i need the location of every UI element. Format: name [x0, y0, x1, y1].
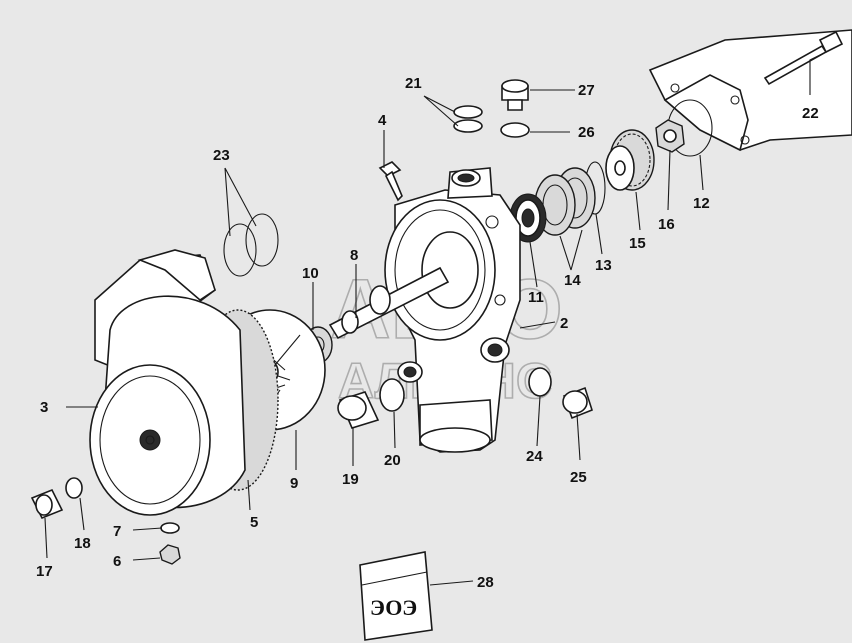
callout-18: 18	[74, 535, 91, 552]
callout-14: 14	[564, 272, 581, 289]
part-17-plug	[30, 488, 64, 520]
callout-11: 11	[528, 289, 544, 306]
callouts: 2 3 4 5 6 7 8 9 10 11 12 13 14 15 16 17 …	[36, 75, 819, 591]
part-20-washer	[379, 378, 405, 412]
part-8-shaft	[328, 266, 450, 340]
callout-8: 8	[350, 247, 358, 264]
part-3-pump-cover	[89, 249, 246, 516]
part-6-nut	[159, 544, 181, 565]
callout-17: 17	[36, 563, 53, 580]
callout-3: 3	[40, 399, 48, 416]
callout-23: 23	[213, 147, 230, 164]
part-28-repair-kit: ЭОЭ	[359, 551, 433, 641]
callout-16: 16	[658, 216, 675, 233]
callout-9: 9	[290, 475, 298, 492]
part-27-plug	[501, 79, 529, 111]
part-25-plug	[562, 386, 593, 420]
callout-22: 22	[802, 105, 819, 122]
callout-28: 28	[477, 574, 494, 591]
part-7-washer	[160, 522, 180, 534]
callout-25: 25	[570, 469, 587, 486]
callout-12: 12	[693, 195, 710, 212]
part-15-gear	[605, 129, 655, 191]
leader-lines	[44, 51, 827, 586]
part-24-washer	[528, 367, 552, 397]
kit-label: ЭОЭ	[370, 595, 417, 620]
part-16-nut	[655, 119, 685, 153]
part-23-rings	[223, 213, 279, 277]
part-18-washer	[65, 477, 83, 499]
callout-27: 27	[578, 82, 595, 99]
callout-10: 10	[302, 265, 319, 282]
callout-20: 20	[384, 452, 401, 469]
part-2-pump-housing	[384, 167, 521, 453]
part-26-washer	[500, 122, 530, 138]
callout-21: 21	[405, 75, 422, 92]
part-4-screw	[378, 161, 403, 202]
callout-26: 26	[578, 124, 595, 141]
callout-5: 5	[250, 514, 258, 531]
callout-4: 4	[378, 112, 387, 129]
part-19-plug	[337, 391, 380, 429]
callout-15: 15	[629, 235, 646, 252]
callout-7: 7	[113, 523, 121, 540]
callout-24: 24	[526, 448, 543, 465]
part-21-rings	[453, 105, 483, 133]
callout-6: 6	[113, 553, 121, 570]
callout-13: 13	[595, 257, 612, 274]
callout-2: 2	[560, 315, 568, 332]
callout-19: 19	[342, 471, 359, 488]
